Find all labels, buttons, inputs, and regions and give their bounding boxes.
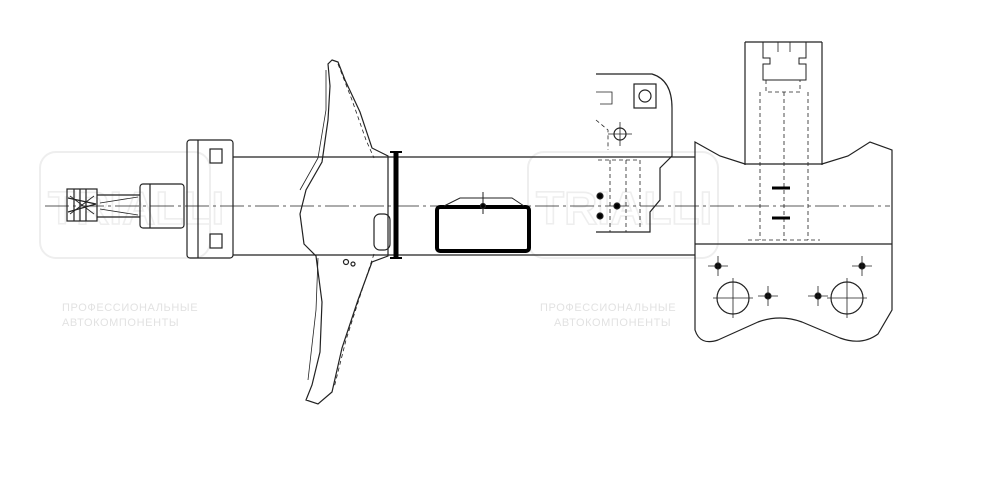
top-mount-housing — [186, 139, 234, 259]
piston-rod-tip — [66, 183, 185, 229]
stabilizer-bracket — [435, 192, 531, 253]
watermark-tagline-left-2: АВТОКОМПОНЕНТЫ — [62, 317, 179, 329]
knuckle-clamp-upper — [744, 41, 823, 241]
watermark-tagline-right-1: ПРОФЕССИОНАЛЬНЫЕ — [540, 302, 676, 314]
watermark-tagline-left-1: ПРОФЕССИОНАЛЬНЫЕ — [62, 302, 198, 314]
watermark-brand-left: TRIALLI — [48, 182, 224, 234]
watermark-logo-frame — [39, 151, 211, 259]
watermark-logo-frame — [527, 151, 719, 259]
spring-seat — [299, 59, 391, 405]
watermark-brand-right: TRIALLI — [536, 182, 712, 234]
seal-ring — [390, 151, 402, 259]
watermark-tagline-right-2: АВТОКОМПОНЕНТЫ — [554, 317, 671, 329]
watermark-left: TRIALLI ПРОФЕССИОНАЛЬНЫЕ АВТОКОМПОНЕНТЫ — [39, 151, 225, 329]
watermark-right: TRIALLI ПРОФЕССИОНАЛЬНЫЕ АВТОКОМПОНЕНТЫ — [527, 151, 719, 329]
main-tube — [233, 156, 695, 256]
brake-hose-bracket — [595, 73, 673, 233]
knuckle-bracket — [694, 140, 893, 343]
